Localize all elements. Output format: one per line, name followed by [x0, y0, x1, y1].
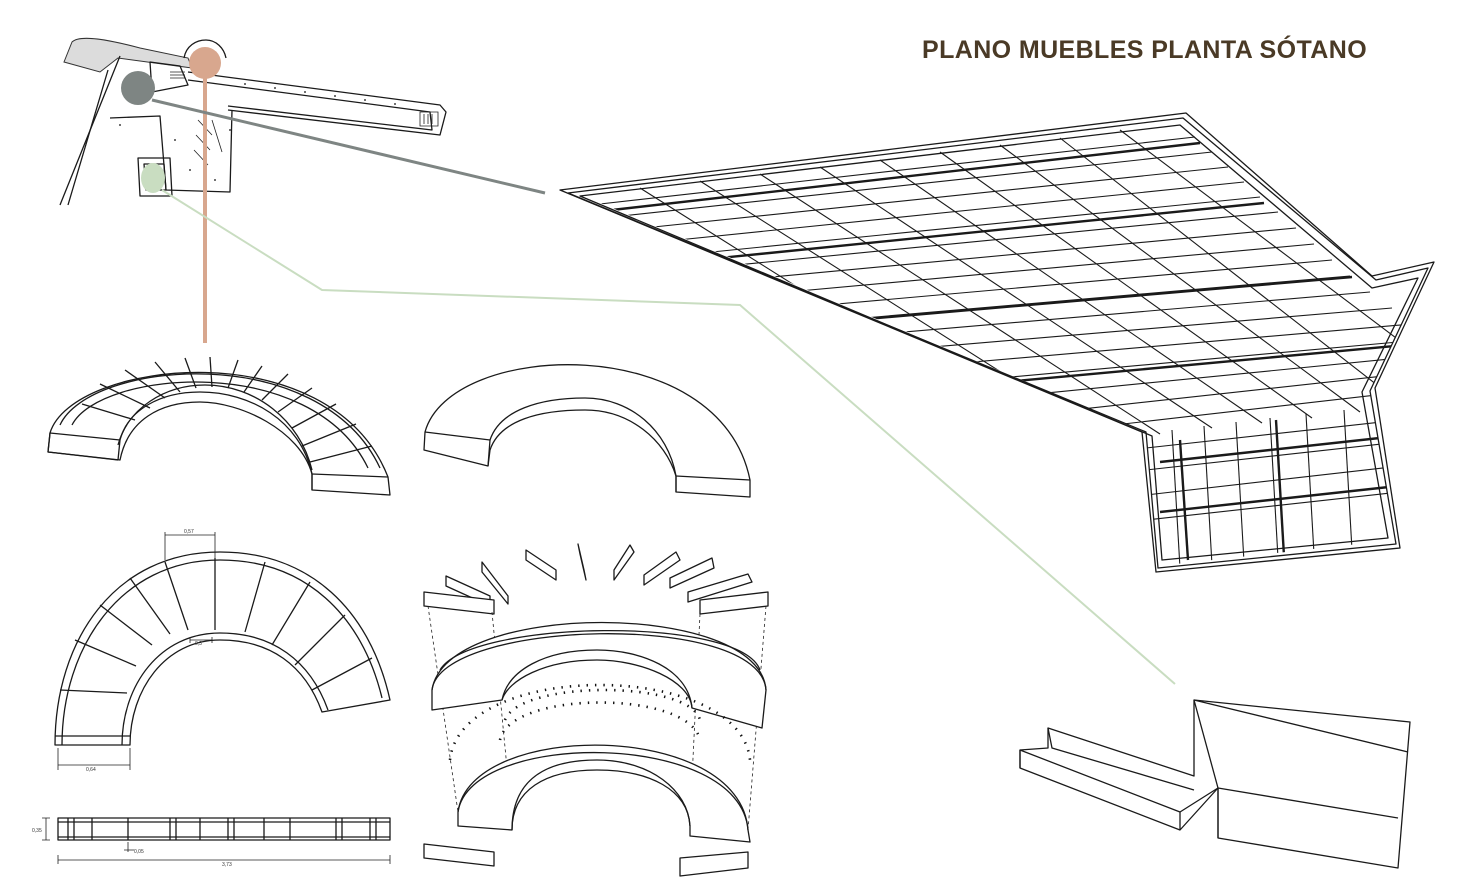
sheet-title: PLANO MUEBLES PLANTA SÓTANO — [922, 36, 1368, 64]
site-plan-roof — [63, 37, 193, 73]
dim-elevation-height: 0,35 — [32, 828, 42, 834]
site-plan — [59, 37, 447, 206]
circular-bench-partitioned-axonometric — [47, 356, 391, 496]
dim-plan-inner: 0,3 — [195, 641, 202, 647]
circular-bench-solid-axonometric — [423, 364, 751, 498]
dim-plan-top: 0,57 — [184, 529, 194, 535]
dim-elevation-small: 0,05 — [134, 849, 144, 855]
circular-bench-plan-view: 0,57 0,3 0,64 — [54, 529, 391, 773]
circular-bench-elevation: 0,35 0,05 3,73 — [32, 817, 391, 868]
leader-line-stepped-bench — [161, 189, 1176, 685]
circular-bench-marker — [189, 47, 221, 79]
leader-line-grid-shelving — [151, 98, 546, 195]
stepped-bench-axonometric — [1019, 699, 1411, 869]
grid-shelving-marker — [121, 71, 155, 105]
stepped-bench-marker — [141, 163, 165, 193]
grid-shelving-axonometric — [559, 112, 1435, 573]
circular-bench-exploded-axonometric — [423, 543, 769, 877]
dim-plan-width: 0,64 — [86, 767, 96, 773]
dim-elevation-total: 3,73 — [222, 862, 232, 868]
